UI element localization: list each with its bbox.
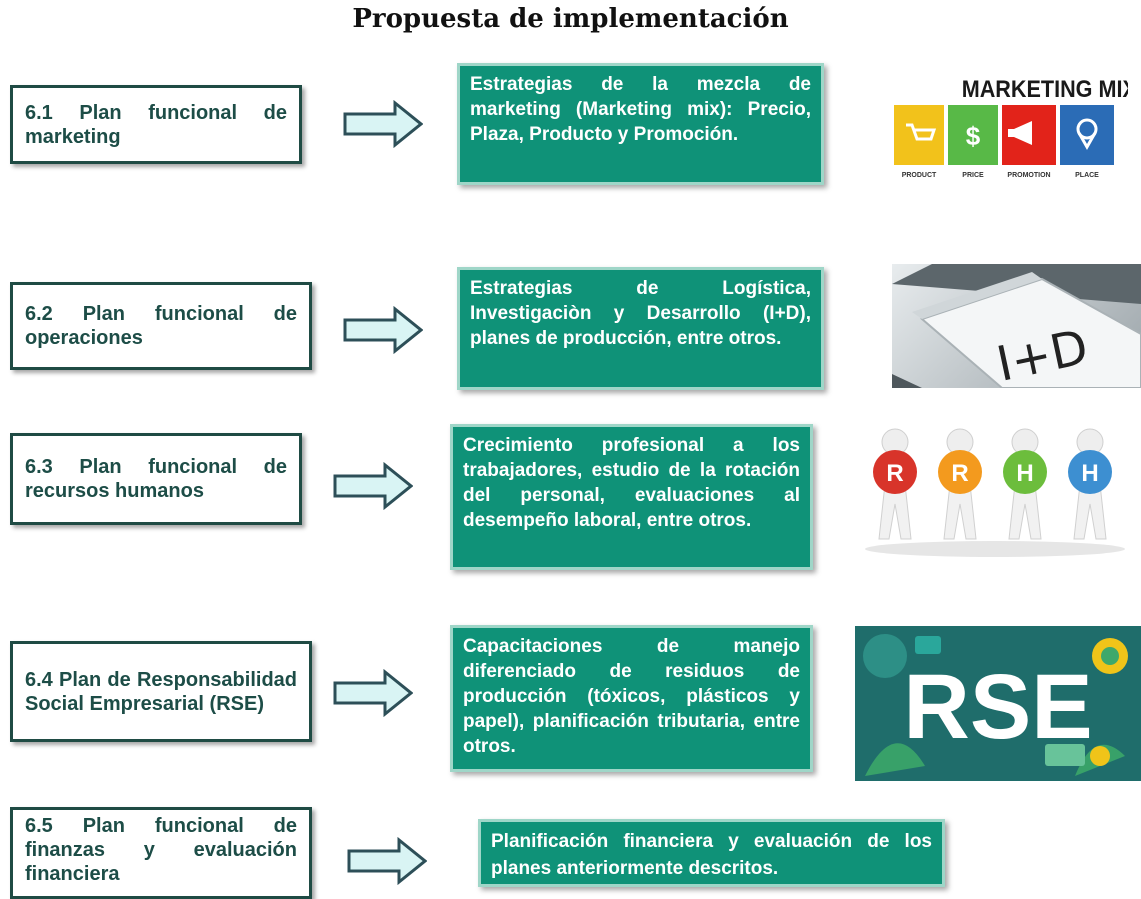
place-tile bbox=[1060, 105, 1114, 165]
place-label: PLACE bbox=[1075, 172, 1099, 179]
strategy-box-recursos-humanos: Crecimiento profesional a los trabajador… bbox=[450, 424, 813, 570]
rse-text: RSE bbox=[903, 656, 1092, 758]
product-label: PRODUCT bbox=[902, 172, 937, 179]
right-arrow-icon bbox=[343, 306, 423, 354]
plan-label: 6.4 Plan de Responsabilidad Social Empre… bbox=[25, 668, 297, 715]
plan-box-finanzas: 6.5 Plan funcional de finanzas y evaluac… bbox=[10, 807, 312, 899]
rse-image: RSE bbox=[855, 626, 1141, 781]
marketing-mix-heading: MARKETING MIX bbox=[962, 75, 1128, 102]
strategy-box-finanzas: Planificación financiera y evaluación de… bbox=[478, 819, 945, 887]
strategy-box-operaciones: Estrategias de Logística, Investigaciòn … bbox=[457, 267, 824, 390]
price-tile: $ bbox=[948, 105, 998, 165]
price-label: PRICE bbox=[962, 172, 984, 179]
plan-box-operaciones: 6.2 Plan funcional de operaciones bbox=[10, 282, 312, 370]
svg-text:R: R bbox=[951, 460, 968, 487]
rrhh-figures-image: R R H H bbox=[855, 424, 1141, 571]
promotion-label: PROMOTION bbox=[1007, 172, 1050, 179]
figure-r2: R bbox=[938, 428, 982, 540]
figure-r1: R bbox=[873, 428, 917, 540]
strategy-box-rse: Capacitaciones de manejo diferenciado de… bbox=[450, 625, 813, 772]
svg-text:H: H bbox=[1016, 460, 1033, 487]
product-tile bbox=[894, 105, 944, 165]
plan-label: 6.5 Plan funcional de finanzas y evaluac… bbox=[25, 815, 297, 885]
plan-label: 6.2 Plan funcional de operaciones bbox=[25, 303, 297, 349]
right-arrow-icon bbox=[347, 837, 427, 885]
strategy-box-marketing: Estrategias de la mezcla de marketing (M… bbox=[457, 63, 824, 185]
svg-text:H: H bbox=[1081, 460, 1098, 487]
page-title: Propuesta de implementación bbox=[352, 4, 789, 34]
right-arrow-icon bbox=[333, 462, 413, 510]
svg-text:$: $ bbox=[966, 121, 981, 151]
plan-box-rse: 6.4 Plan de Responsabilidad Social Empre… bbox=[10, 641, 312, 742]
promotion-tile bbox=[1002, 105, 1056, 165]
plan-box-recursos-humanos: 6.3 Plan funcional de recursos humanos bbox=[10, 433, 302, 525]
figure-h2: H bbox=[1068, 428, 1112, 540]
plan-label: 6.3 Plan funcional de recursos humanos bbox=[25, 456, 287, 502]
right-arrow-icon bbox=[333, 669, 413, 717]
i-plus-d-keyboard-image: I+D bbox=[892, 264, 1141, 388]
figure-h1: H bbox=[1003, 428, 1047, 540]
right-arrow-icon bbox=[343, 100, 423, 148]
svg-text:R: R bbox=[886, 460, 903, 487]
plan-box-marketing: 6.1 Plan funcional de marketing bbox=[10, 85, 302, 164]
marketing-mix-image: MARKETING MIX $ PRODUCT PRICE PROMOTION … bbox=[890, 65, 1128, 183]
plan-label: 6.1 Plan funcional de marketing bbox=[25, 101, 287, 148]
